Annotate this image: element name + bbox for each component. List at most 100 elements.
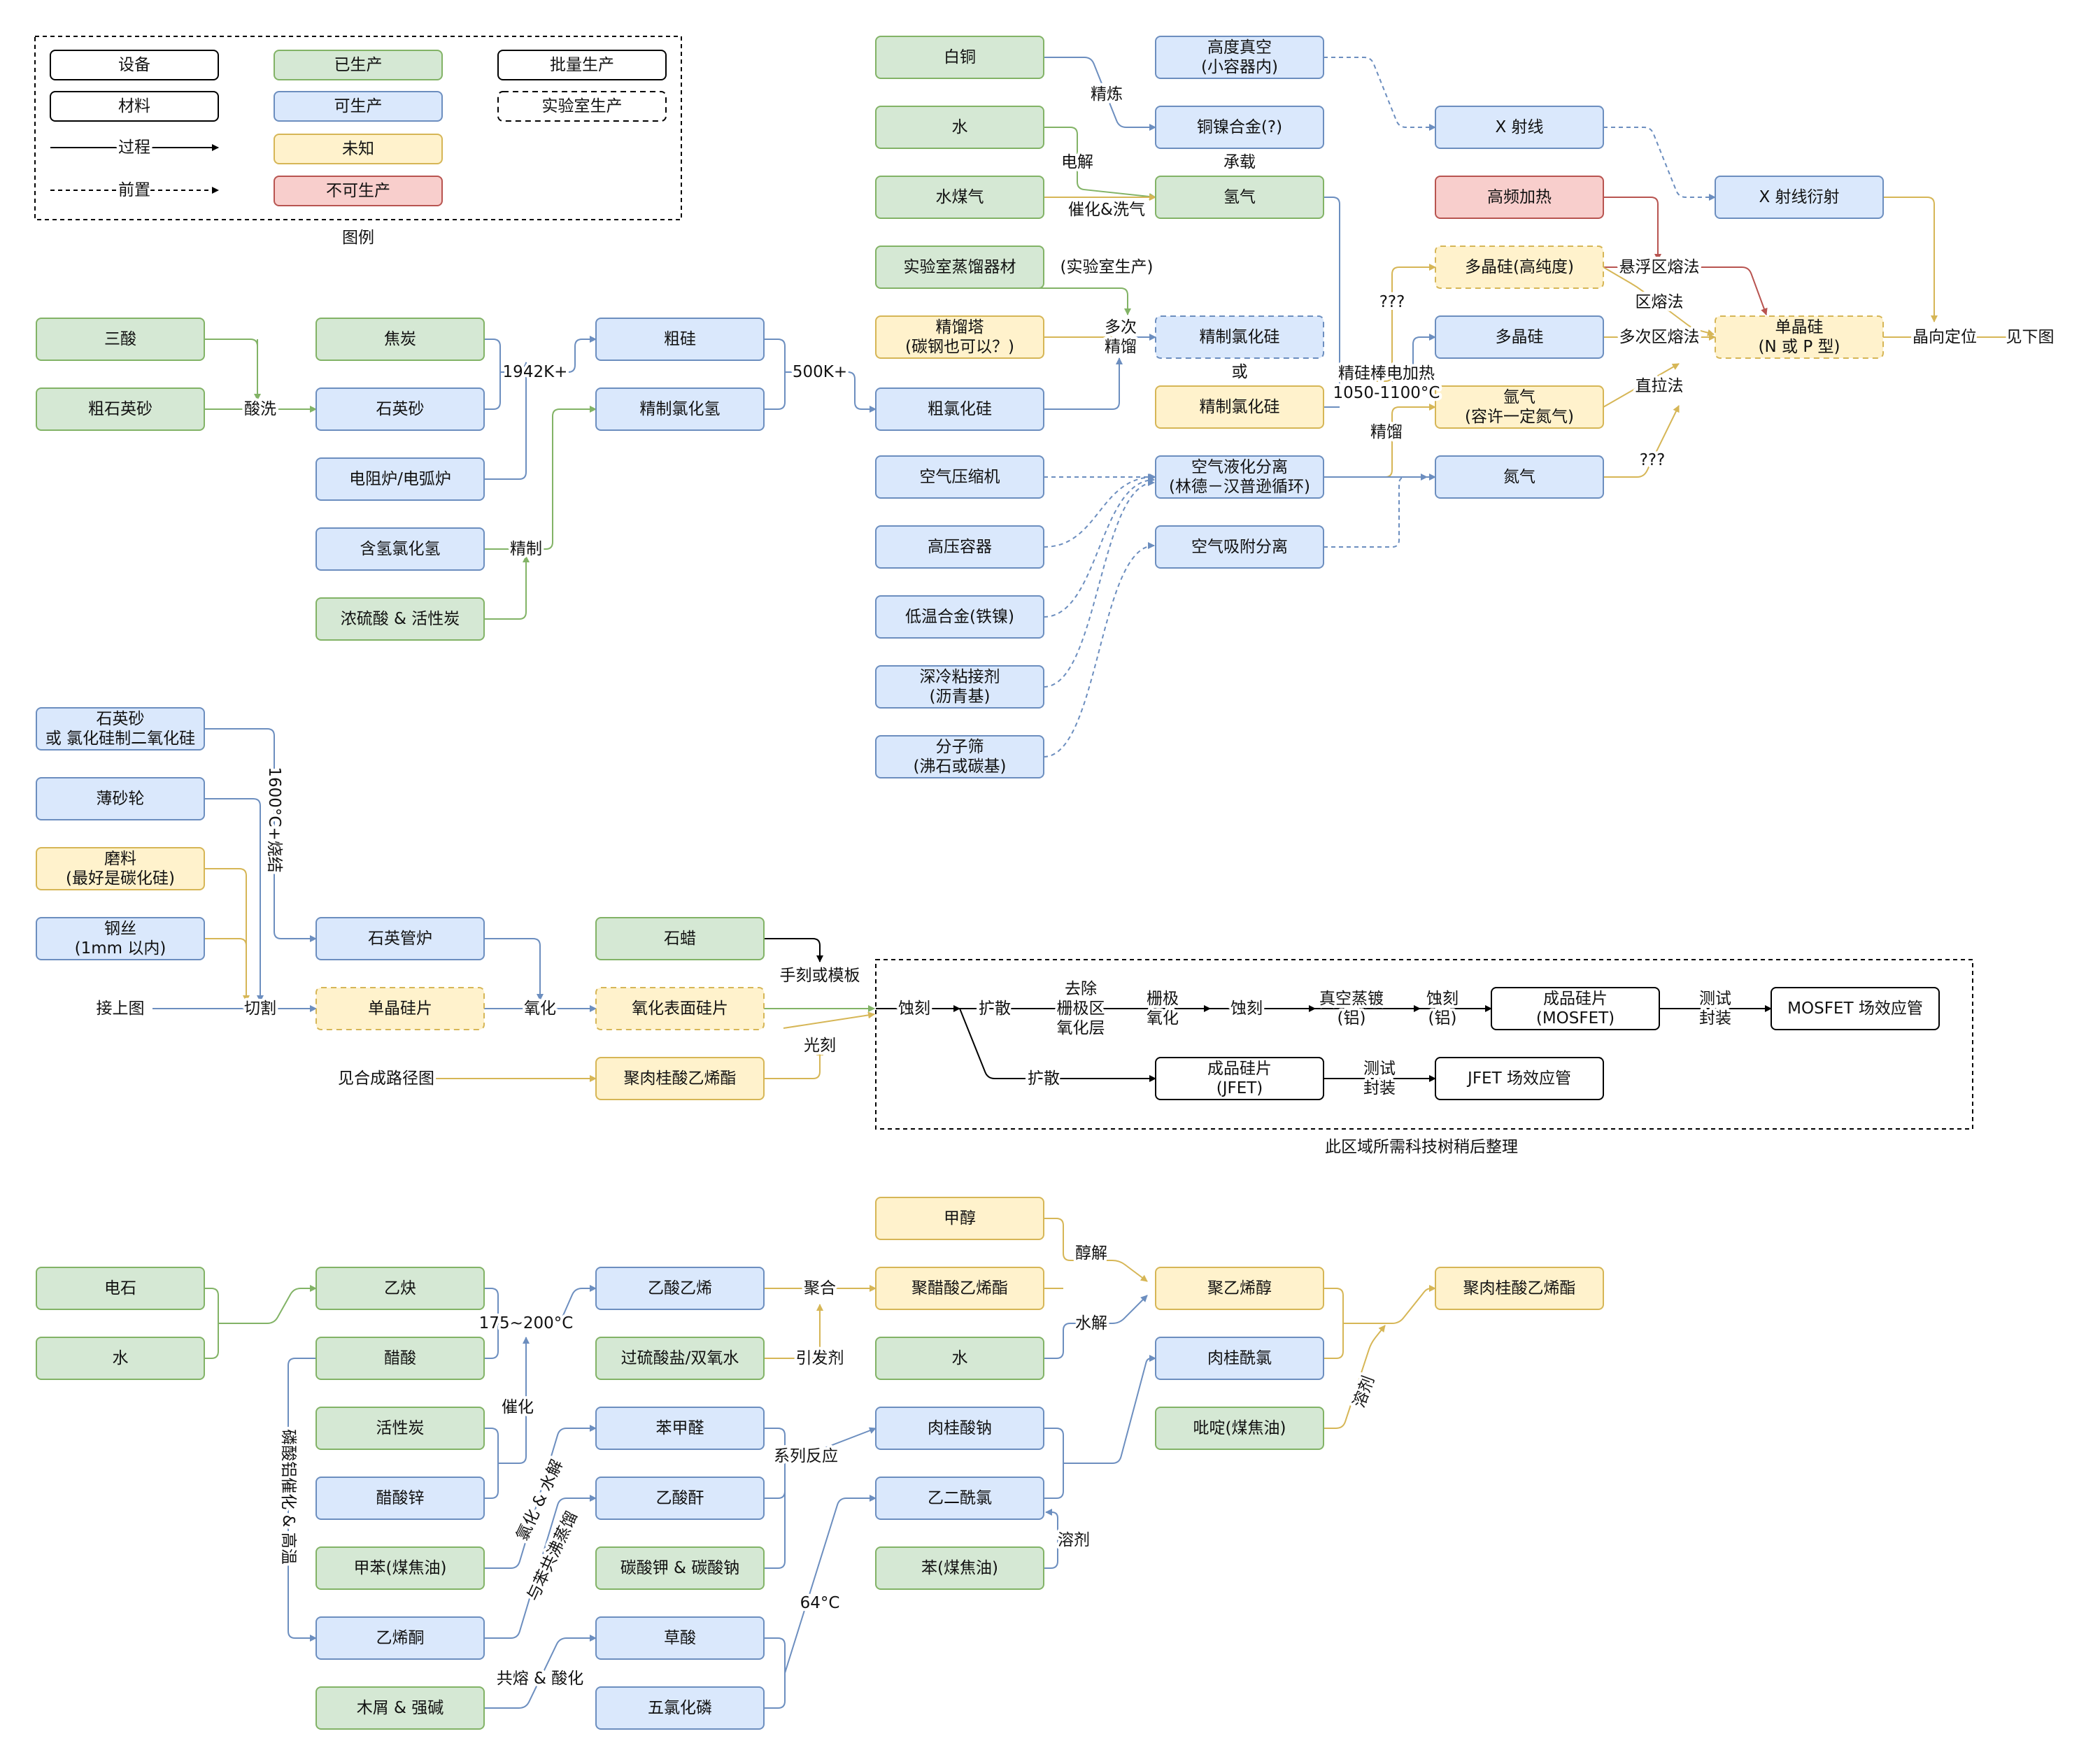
edge — [1043, 479, 1155, 688]
node-kongYaSuoJi-label: 空气压缩机 — [920, 468, 1000, 486]
edge-label: 磷酸铝催化 & 高温 — [279, 1429, 297, 1565]
edge — [764, 1637, 786, 1709]
node-juRouGuiFinal-label: 聚肉桂酸乙烯酯 — [1463, 1279, 1576, 1297]
node-box — [36, 1267, 205, 1310]
edge — [526, 406, 597, 550]
node-box — [315, 1407, 485, 1450]
node-chengPinMos-label: 成品硅片(MOSFET) — [1536, 990, 1615, 1027]
node-jiaBen-label: 甲苯(煤焦油) — [354, 1559, 447, 1577]
node-box — [1155, 455, 1324, 499]
edge — [1392, 334, 1436, 382]
regions-layer — [34, 36, 1973, 1130]
node-rouGuiSuanNa-label: 肉桂酸钠 — [928, 1419, 992, 1437]
node-chengPinJfet-label: 成品硅片(JFET) — [1207, 1060, 1272, 1097]
node-box — [36, 318, 205, 361]
node-tongNie: 铜镍合金(?) — [1155, 106, 1324, 149]
node-box — [1435, 1267, 1604, 1310]
node-wuLvHuaLin-label: 五氯化磷 — [648, 1699, 712, 1717]
node-chengPinMos: 成品硅片(MOSFET) — [1491, 987, 1660, 1030]
node-box — [595, 318, 765, 361]
node-gaoYaRongQi: 高压容器 — [875, 525, 1044, 569]
edge — [764, 1304, 823, 1359]
nodes-layer: 设备材料已生产可生产未知不可生产批量生产实验室生产三酸粗石英砂焦炭石英砂电阻炉/… — [36, 36, 1940, 1730]
edge-label: 承载 — [1223, 153, 1256, 171]
node-box — [875, 595, 1044, 639]
edge — [764, 1463, 786, 1569]
node-box — [1435, 106, 1604, 149]
edge-label: 蚀刻 — [898, 1000, 930, 1018]
edge — [484, 362, 530, 480]
node-jiaBen: 甲苯(煤焦油) — [315, 1546, 485, 1590]
node-box — [1155, 1267, 1324, 1310]
edge-label: 区熔法 — [1636, 293, 1684, 311]
edge-label: 175~200°C — [479, 1314, 574, 1332]
node-box — [50, 50, 219, 80]
node-shiYingSha: 石英砂 — [315, 387, 485, 431]
node-yaQi: 氩气(容许一定氮气) — [1435, 385, 1604, 429]
node-tanSuanJia-label: 碳酸钾 & 碳酸钠 — [620, 1559, 740, 1577]
edge — [204, 1288, 219, 1359]
node-jingLiuTa: 精馏塔(碳钢也可以？) — [875, 315, 1044, 359]
edge — [204, 798, 264, 1002]
node-nongLiuSuan: 浓硫酸 & 活性炭 — [315, 597, 485, 641]
node-baiTong-label: 白铜 — [944, 48, 976, 66]
node-hanQing-label: 含氢氯化氢 — [360, 540, 441, 558]
edge-label: 1600°C+烧结 — [265, 767, 283, 872]
edge-label: 真空蒸镀(铝) — [1319, 990, 1384, 1027]
node-yiSuanYiXi-label: 乙酸乙烯 — [648, 1279, 712, 1297]
edge-label: 扩散 — [979, 1000, 1011, 1018]
node-box — [875, 735, 1044, 778]
node-shenLeng: 深冷粘接剂(沥青基) — [875, 665, 1044, 709]
node-shiYingSha-label: 石英砂 — [376, 400, 425, 418]
node-tongNie-label: 铜镍合金(?) — [1197, 118, 1282, 136]
node-juRouGuiW-label: 聚肉桂酸乙烯酯 — [624, 1069, 737, 1088]
edge — [484, 1428, 499, 1499]
node-box — [875, 36, 1044, 79]
region-note: 此区域所需科技树稍后整理 — [1325, 1138, 1518, 1156]
node-baoShaLun-label: 薄砂轮 — [97, 790, 145, 808]
node-danQi: 氮气 — [1435, 455, 1604, 499]
node-cuLvHuaGui-label: 粗氯化硅 — [928, 400, 992, 418]
node-kongYeHua: 空气液化分离(林德－汉普逊循环) — [1155, 455, 1324, 499]
node-jfet-label: JFET 场效应管 — [1466, 1069, 1571, 1088]
node-lg-notprod: 不可生产 — [274, 176, 443, 206]
node-box — [875, 525, 1044, 569]
node-yiSuanGan: 乙酸酐 — [595, 1477, 765, 1520]
node-cuShiYingSha: 粗石英砂 — [36, 387, 205, 431]
edge-label: 系列反应 — [774, 1447, 838, 1465]
node-biDing: 吡啶(煤焦油) — [1155, 1407, 1324, 1450]
node-box — [595, 1546, 765, 1590]
edge — [959, 1008, 1156, 1082]
node-box — [315, 1616, 485, 1660]
node-mosfet-label: MOSFET 场效应管 — [1787, 1000, 1923, 1018]
node-box — [595, 1407, 765, 1450]
node-box — [1435, 176, 1604, 219]
node-duoJingGuiHigh-label: 多晶硅(高纯度) — [1465, 258, 1574, 276]
node-box — [595, 1616, 765, 1660]
node-shiYingShaLvHua-label: 石英砂或 氯化硅制二氧化硅 — [45, 710, 195, 748]
edge-label: 1942K+ — [503, 363, 568, 381]
node-shui2-label: 水 — [952, 1349, 968, 1367]
edge-label: 共熔 & 酸化 — [497, 1670, 584, 1688]
node-jingZhiLvHuaQing: 精制氯化氢 — [595, 387, 765, 431]
node-yiXiTong: 乙烯酮 — [315, 1616, 485, 1660]
node-nongLiuSuan-label: 浓硫酸 & 活性炭 — [341, 610, 460, 628]
node-dianJingGui-label: 单晶硅(N 或 P 型) — [1759, 318, 1840, 356]
labels-layer: 过程前置图例酸洗1942K+精制500K+精炼电解催化&洗气承载(实验室生产)多… — [94, 83, 2057, 1691]
node-duoJingGui: 多晶硅 — [1435, 315, 1604, 359]
node-shiLa: 石蜡 — [595, 917, 765, 960]
node-lg-device-label: 设备 — [118, 56, 150, 74]
node-box — [36, 1337, 205, 1380]
node-ben: 苯(煤焦油) — [875, 1546, 1044, 1590]
edge-label: 聚合 — [804, 1279, 836, 1297]
node-xYanShe: X 射线衍射 — [1715, 176, 1884, 219]
edge-label: 见下图 — [2006, 328, 2055, 346]
node-dianLu: 电阻炉/电弧炉 — [315, 457, 485, 501]
edge-label: 蚀刻(铝) — [1426, 990, 1459, 1027]
node-box — [1491, 987, 1660, 1030]
edge-label: 晶向定位 — [1913, 328, 1977, 346]
node-cuSuanXin-label: 醋酸锌 — [376, 1489, 425, 1507]
node-box — [315, 1267, 485, 1310]
node-baiTong: 白铜 — [875, 36, 1044, 79]
edge-label: 去除栅极区氧化层 — [1057, 980, 1105, 1037]
